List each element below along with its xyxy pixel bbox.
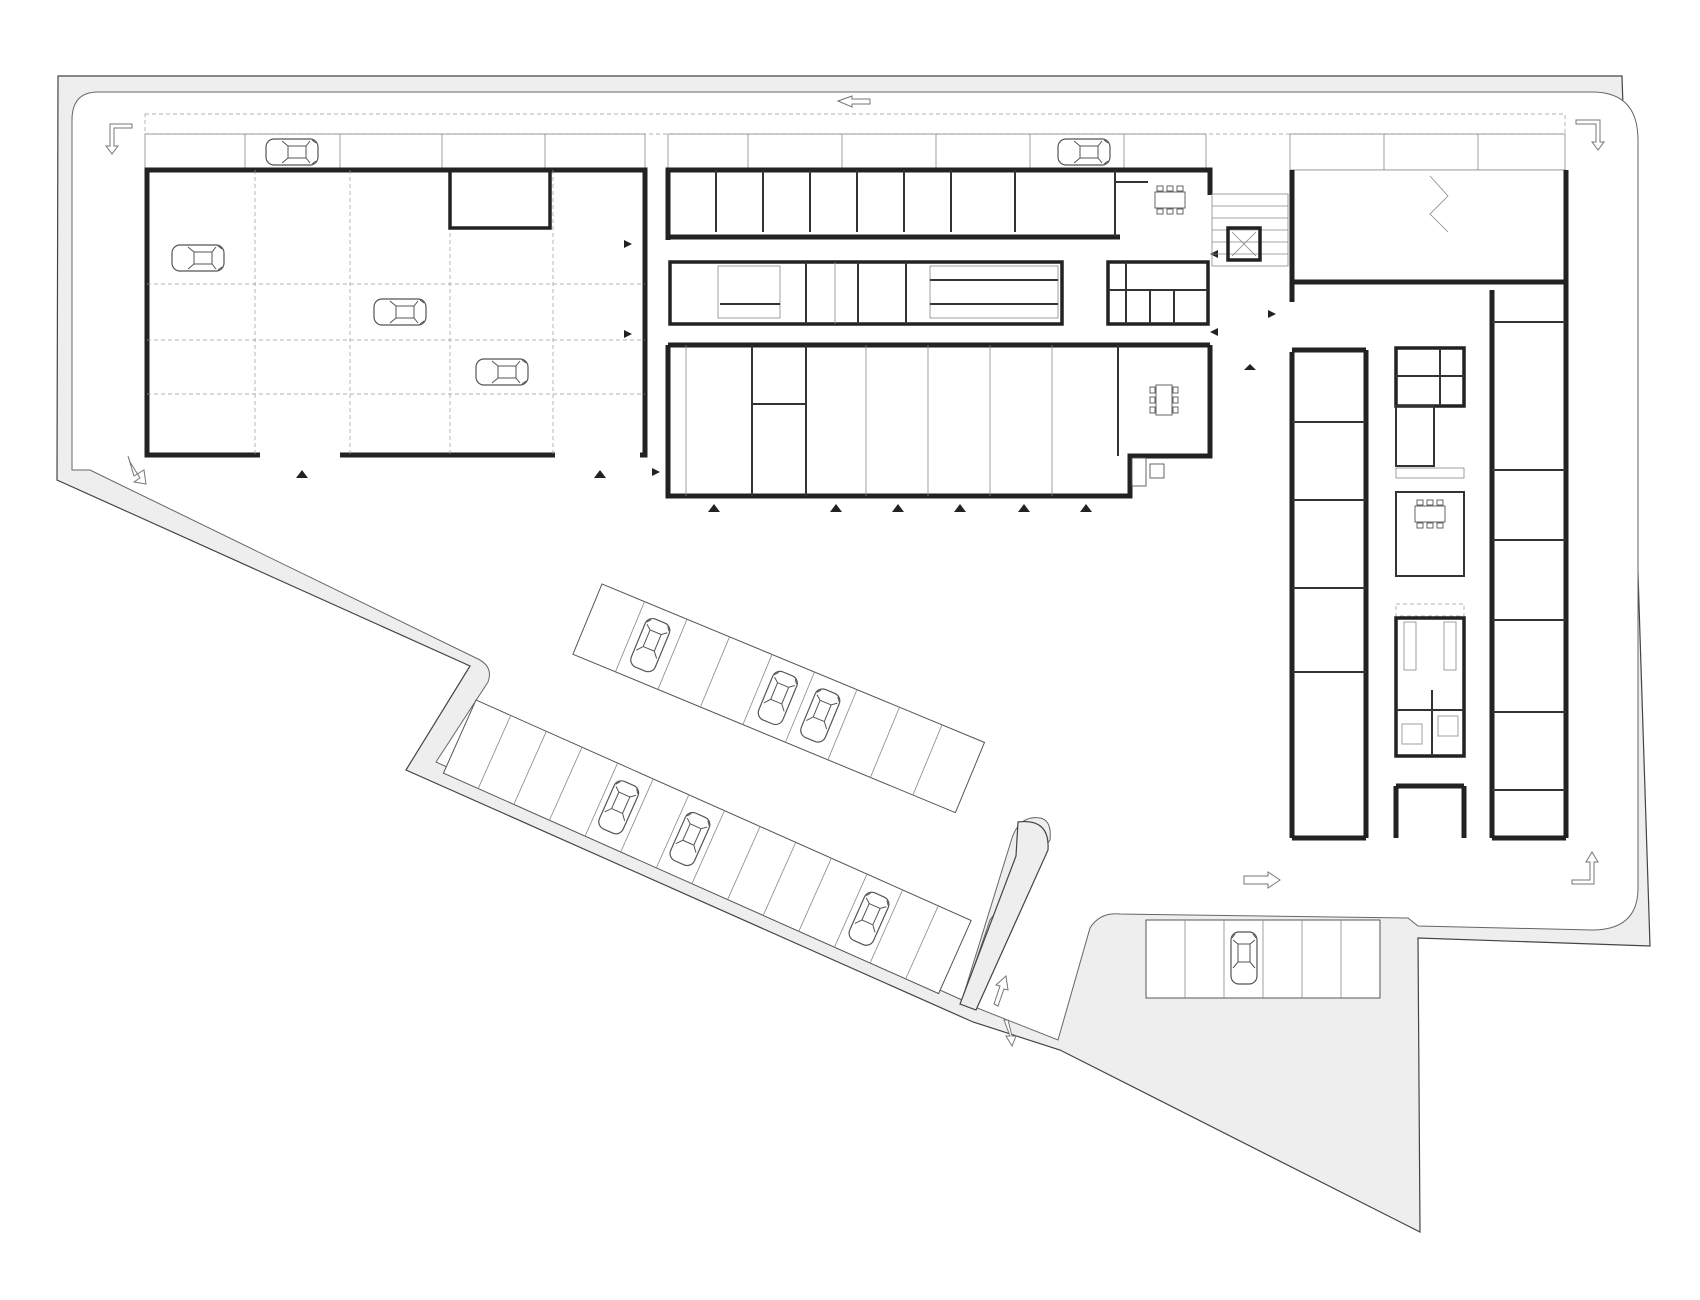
traffic-arrow-icon (1571, 851, 1599, 885)
garage-hall (144, 167, 648, 478)
entrance-marker-icon (1080, 504, 1092, 512)
entrance-marker-icon (954, 504, 966, 512)
entrance-marker-icon (830, 504, 842, 512)
entrance-marker-icon (652, 468, 660, 476)
entrance-marker-icon (1244, 364, 1256, 370)
table-icon (1149, 384, 1179, 416)
stair-core (1211, 193, 1289, 370)
traffic-arrows (105, 95, 1605, 1048)
car-icon (265, 138, 319, 166)
entrance-marker-icon (708, 504, 720, 512)
south-east-row (1145, 919, 1381, 999)
traffic-arrow-icon (1243, 871, 1281, 889)
entrance-marker-icon (1210, 328, 1218, 336)
traffic-arrow-icon (1575, 119, 1605, 151)
traffic-arrow-icon (105, 123, 133, 155)
entrance-marker-icon (1018, 504, 1030, 512)
car-icon (1230, 931, 1258, 985)
table-icon (1154, 185, 1186, 215)
entrance-marker-icon (1268, 310, 1276, 318)
traffic-arrow-icon (1003, 1019, 1017, 1048)
island-curb (959, 820, 1049, 1011)
entrance-marker-icon (296, 470, 308, 478)
central-block (624, 167, 1218, 512)
upper-diagonal-row (572, 583, 986, 814)
table-icon (1414, 499, 1446, 529)
car-icon (171, 244, 225, 272)
entrance-marker-icon (624, 330, 632, 338)
lower-diagonal-row (442, 699, 972, 995)
traffic-arrow-icon (836, 95, 871, 108)
east-wing (1289, 169, 1569, 841)
elevator-icon (1226, 226, 1262, 262)
traffic-arrow-icon (127, 455, 147, 485)
entrance-marker-icon (892, 504, 904, 512)
traffic-arrow-icon (993, 975, 1009, 1007)
entrance-marker-icon (594, 470, 606, 478)
car-icon (1057, 138, 1111, 166)
car-icon (475, 358, 529, 386)
car-icon (373, 298, 427, 326)
entrance-marker-icon (624, 240, 632, 248)
